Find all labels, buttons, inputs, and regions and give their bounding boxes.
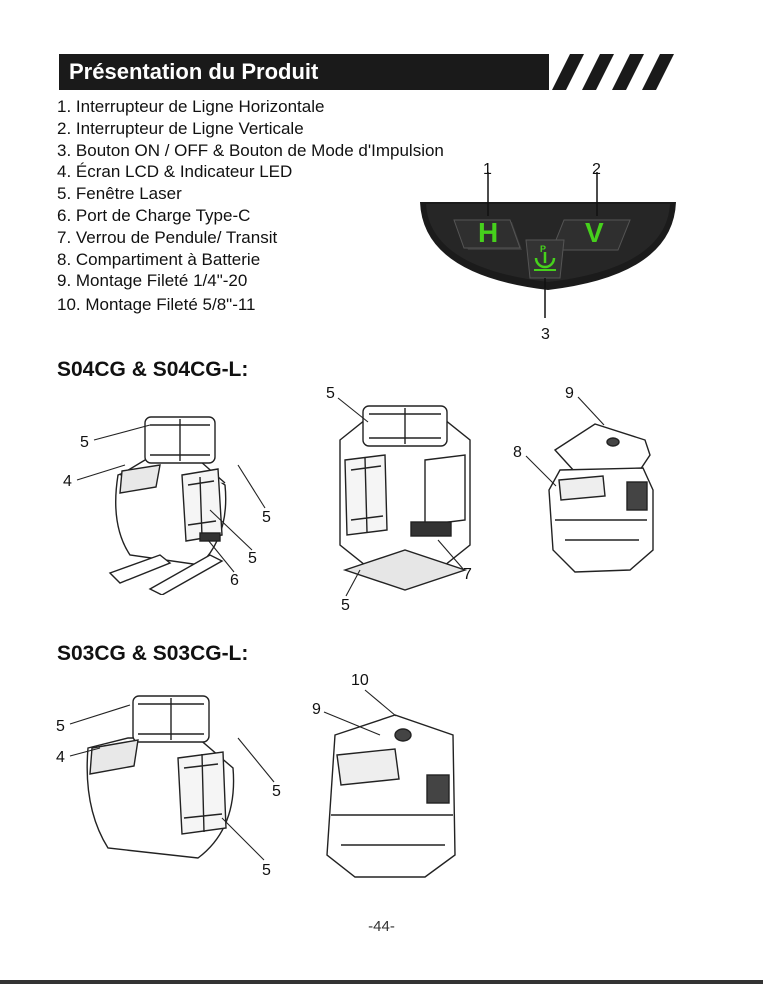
- callout-label: 9: [312, 701, 321, 718]
- callout-label: 9: [565, 385, 574, 402]
- feature-list: 1. Interrupteur de Ligne Horizontale 2. …: [57, 96, 444, 316]
- callout-label: 1: [483, 161, 492, 178]
- device-illustration-back: [548, 423, 654, 573]
- callout-label: 8: [513, 444, 522, 461]
- device-illustration-front: [86, 695, 235, 859]
- decorative-stripes: [552, 54, 674, 90]
- callout-label: 4: [63, 473, 72, 490]
- page-title: Présentation du Produit: [69, 59, 319, 84]
- section-title: S04CG & S04CG-L:: [57, 358, 249, 381]
- bottom-divider: [0, 980, 763, 984]
- feature-item: 3. Bouton ON / OFF & Bouton de Mode d'Im…: [57, 140, 444, 160]
- callout-label: 4: [56, 749, 65, 766]
- feature-item: 7. Verrou de Pendule/ Transit: [57, 227, 278, 247]
- callout-label: 10: [351, 672, 369, 689]
- callout-label: 5: [262, 862, 271, 879]
- callout-label: 3: [541, 326, 550, 343]
- page-number: -44-: [368, 918, 395, 935]
- callout-label: 5: [341, 597, 350, 614]
- callout-label: 6: [230, 572, 239, 589]
- callout-label: 2: [592, 161, 601, 178]
- feature-item: 6. Port de Charge Type-C: [57, 205, 251, 225]
- callout-label: 5: [326, 385, 335, 402]
- pulse-button-label: P: [540, 244, 547, 254]
- feature-item: 2. Interrupteur de Ligne Verticale: [57, 118, 304, 138]
- feature-item: 1. Interrupteur de Ligne Horizontale: [57, 97, 325, 116]
- feature-item: 5. Fenêtre Laser: [57, 184, 182, 204]
- callout-label: 5: [248, 550, 257, 567]
- power-icon: [534, 252, 556, 271]
- feature-item: 10. Montage Fileté 5/8"-11: [57, 295, 256, 315]
- feature-item: 4. Écran LCD & Indicateur LED: [57, 162, 293, 182]
- device-illustration-front: [108, 416, 227, 595]
- h-button-label: H: [478, 217, 499, 248]
- control-panel-illustration: [420, 172, 676, 318]
- feature-item: 9. Montage Fileté 1/4"-20: [57, 271, 248, 291]
- callout-label: 5: [56, 718, 65, 735]
- v-button-label: V: [585, 217, 604, 248]
- callout-label: 5: [272, 783, 281, 800]
- section-header-bar: Présentation du Produit: [59, 54, 549, 90]
- callout-label: 7: [463, 566, 472, 583]
- feature-item: 8. Compartiment à Batterie: [57, 249, 261, 269]
- device-illustration-back: [326, 714, 456, 878]
- callout-label: 5: [262, 509, 271, 526]
- device-illustration-side: [339, 405, 471, 591]
- callout-label: 5: [80, 434, 89, 451]
- section-title: S03CG & S03CG-L:: [57, 642, 249, 665]
